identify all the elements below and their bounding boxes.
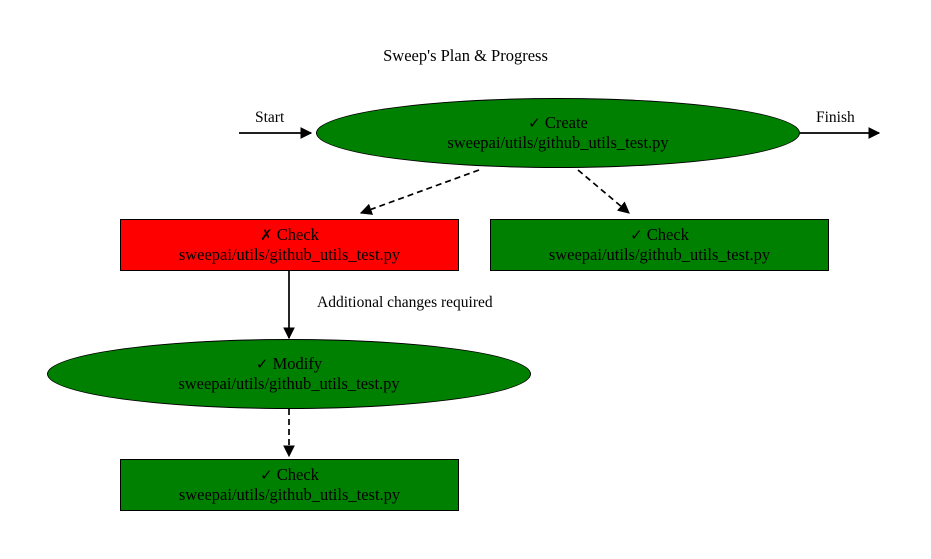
- page-title: Sweep's Plan & Progress: [383, 46, 548, 65]
- node-check-failed[interactable]: ✗ Check sweepai/utils/github_utils_test.…: [120, 219, 459, 271]
- edge-create-to-check-passed: [577, 169, 630, 214]
- node-create-action-label: Create: [544, 113, 588, 132]
- node-create[interactable]: ✓ Create sweepai/utils/github_utils_test…: [316, 98, 800, 168]
- node-check-failed-file: sweepai/utils/github_utils_test.py: [178, 245, 401, 264]
- edge-create-to-check-failed: [359, 169, 480, 215]
- check-icon: ✓: [528, 114, 541, 132]
- node-check-passed[interactable]: ✓ Check sweepai/utils/github_utils_test.…: [490, 219, 829, 271]
- node-check-failed-action-label: Check: [276, 225, 319, 244]
- check-icon: ✓: [260, 466, 273, 484]
- check-icon: ✓: [255, 355, 269, 373]
- node-check-final[interactable]: ✓ Check sweepai/utils/github_utils_test.…: [120, 459, 459, 511]
- node-modify-action-label: Modify: [272, 354, 323, 373]
- node-create-file: sweepai/utils/github_utils_test.py: [447, 133, 669, 152]
- node-check-failed-action: ✗ Check: [260, 225, 319, 245]
- node-modify-file: sweepai/utils/github_utils_test.py: [178, 374, 400, 393]
- node-modify-action: ✓ Modify: [256, 354, 322, 374]
- node-create-action: ✓ Create: [528, 113, 588, 133]
- node-check-passed-file: sweepai/utils/github_utils_test.py: [548, 245, 771, 264]
- check-icon: ✓: [630, 226, 643, 244]
- node-check-passed-action: ✓ Check: [630, 225, 689, 245]
- node-check-passed-action-label: Check: [646, 225, 689, 244]
- node-modify[interactable]: ✓ Modify sweepai/utils/github_utils_test…: [47, 339, 531, 409]
- terminal-label-start: Start: [255, 109, 285, 126]
- edge-label-additional-changes-required: Additional changes required: [317, 294, 493, 311]
- node-check-final-action: ✓ Check: [260, 465, 319, 485]
- cross-icon: ✗: [260, 226, 273, 244]
- node-check-final-file: sweepai/utils/github_utils_test.py: [178, 485, 401, 504]
- terminal-label-finish: Finish: [816, 109, 855, 126]
- node-check-final-action-label: Check: [276, 465, 319, 484]
